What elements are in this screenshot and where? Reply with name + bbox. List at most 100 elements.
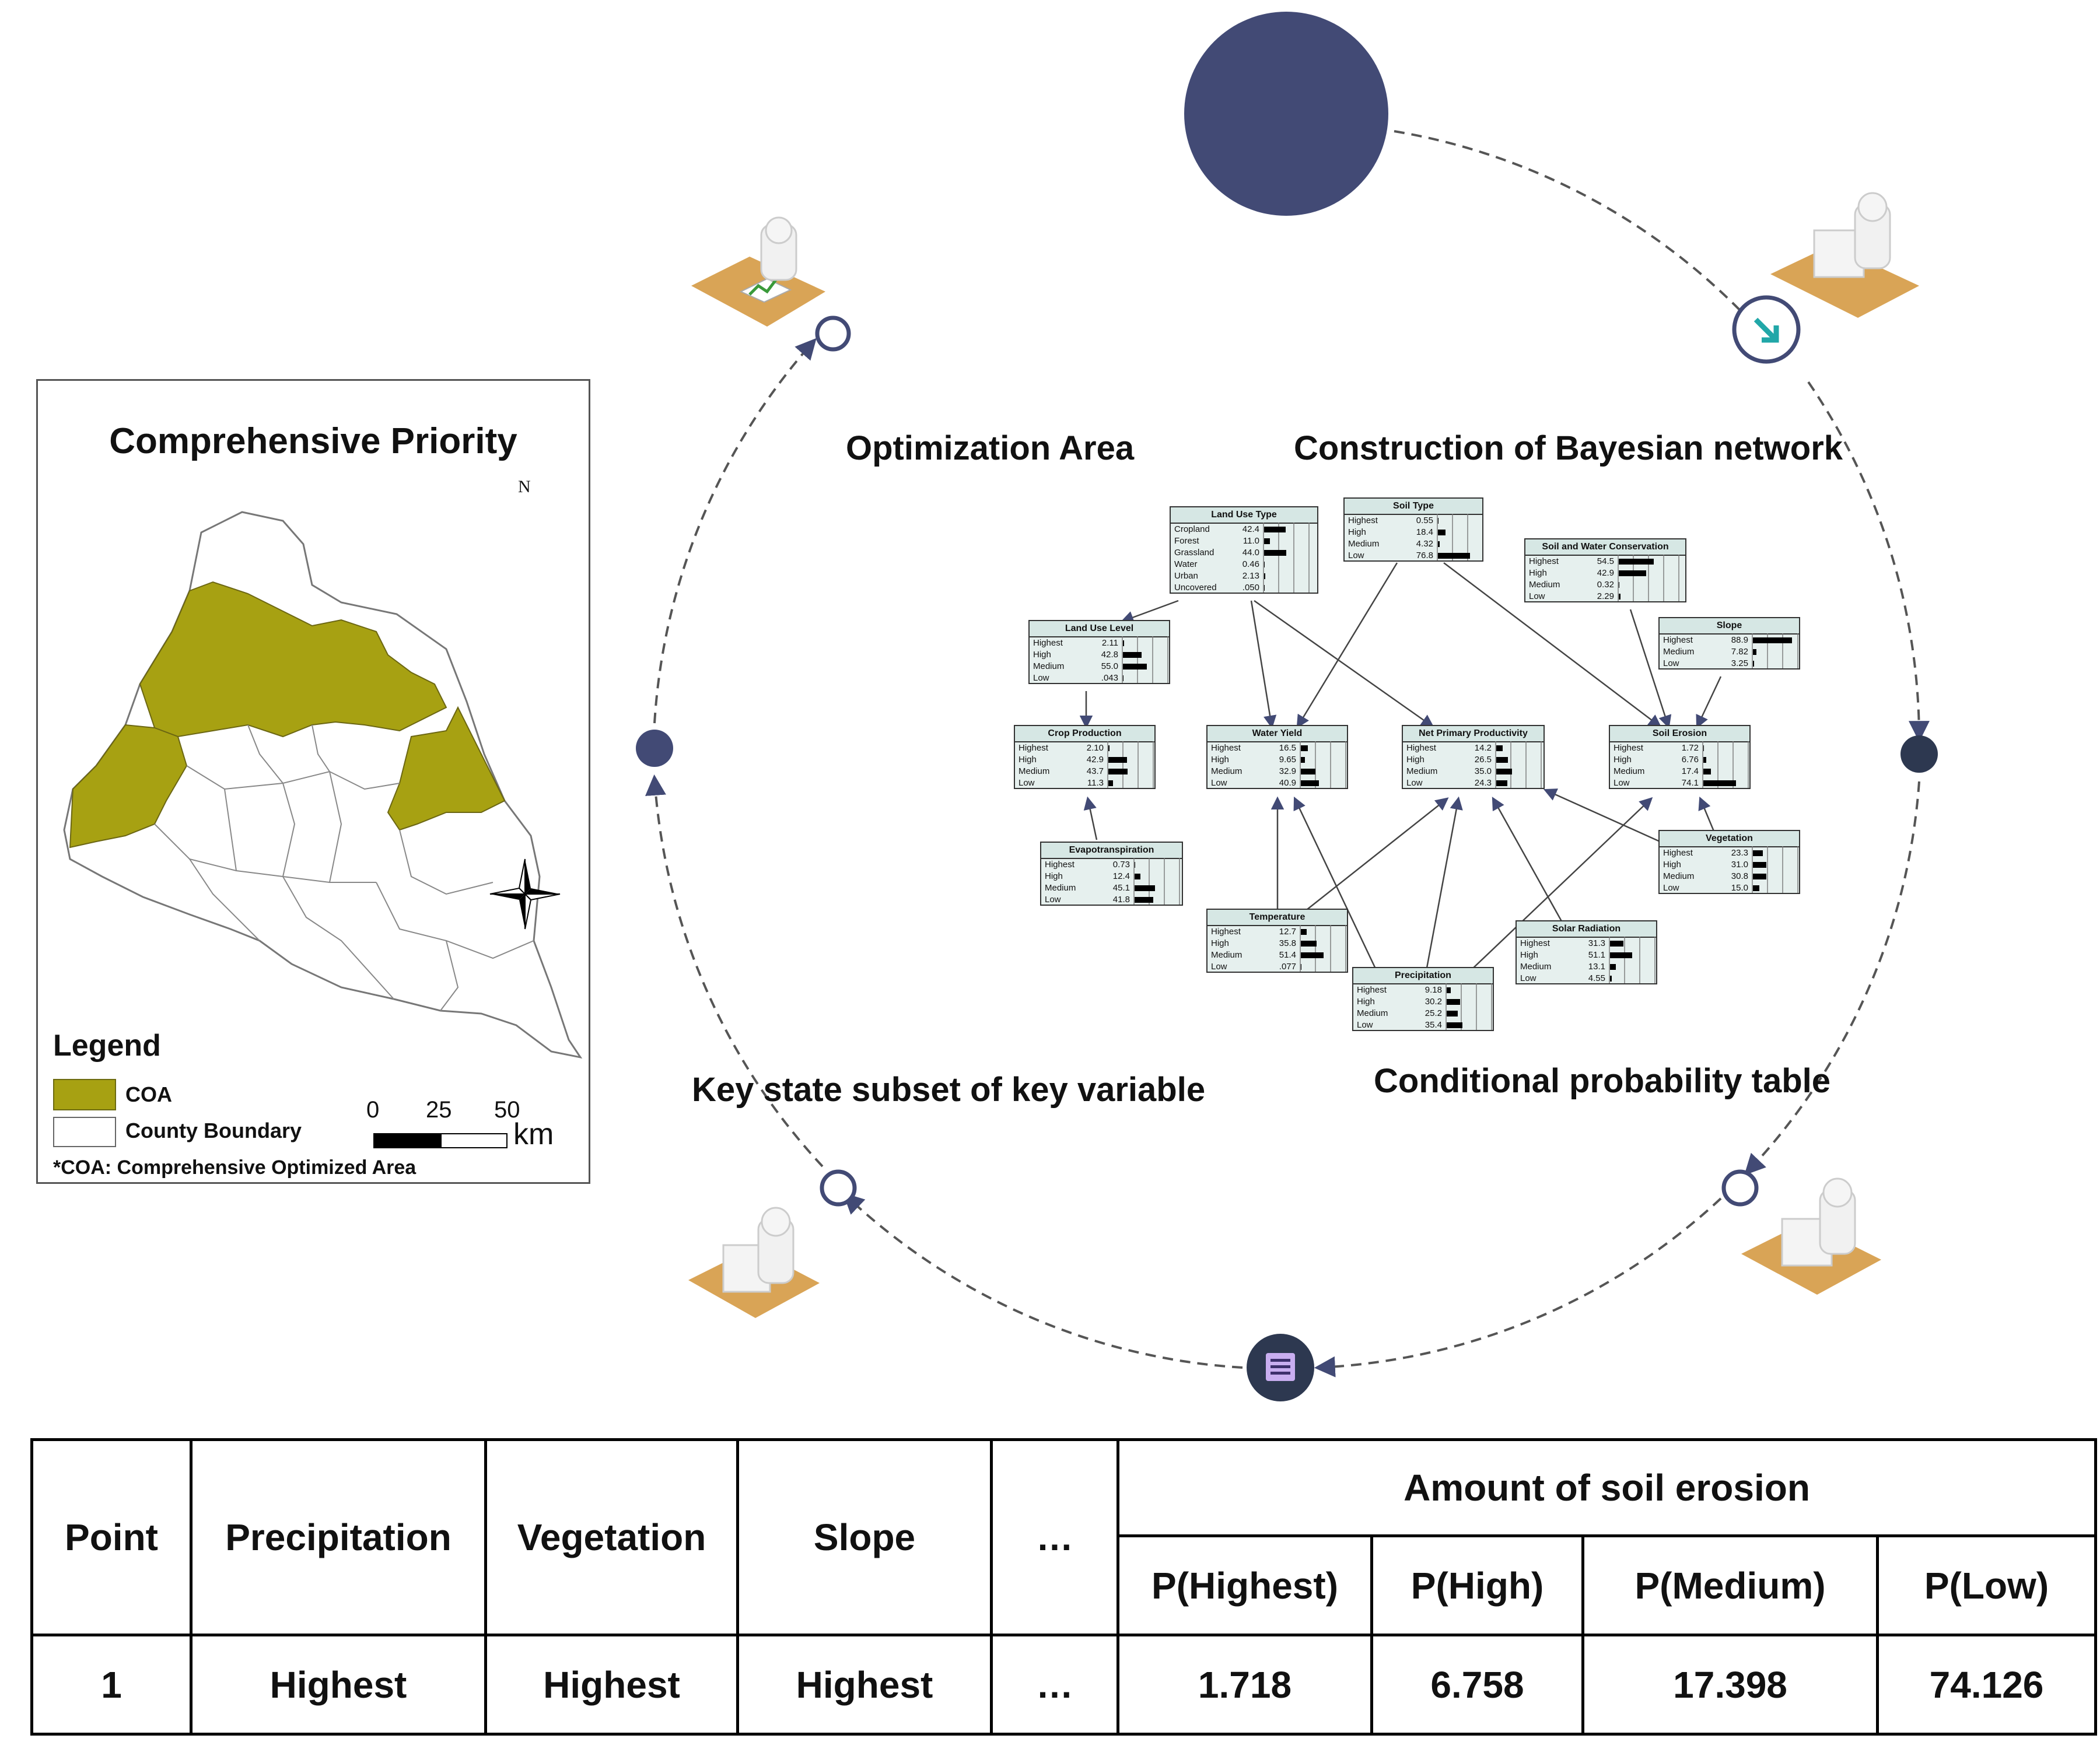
- cell-p-highest: 1.718: [1116, 1634, 1373, 1736]
- bn-state-value: 1.72: [1681, 743, 1699, 753]
- bn-state-name: Highest: [1520, 938, 1550, 948]
- bn-state-value: 76.8: [1416, 551, 1433, 560]
- bn-node-grid: [1107, 741, 1154, 788]
- bn-state-value: 6.76: [1681, 755, 1699, 765]
- bn-node-title: Solar Radiation: [1517, 921, 1656, 938]
- arc-right-upper: [1807, 381, 1930, 742]
- bn-probability-bar: [1496, 769, 1512, 774]
- bn-bar-track: [1135, 872, 1180, 881]
- bn-state-row: Medium 30.8: [1660, 871, 1799, 882]
- cell-p-low: 74.126: [1876, 1634, 2097, 1736]
- legend-label-coa: COA: [125, 1082, 172, 1106]
- bn-probability-bar: [1123, 675, 1124, 681]
- bn-probability-bar: [1496, 745, 1503, 751]
- bn-node-title: Water Yield: [1208, 726, 1347, 742]
- bn-bar-track: [1301, 779, 1345, 788]
- cell-ellipsis: …: [990, 1634, 1119, 1736]
- bn-probability-bar: [1135, 874, 1140, 879]
- bn-probability-bar: [1301, 780, 1319, 786]
- bn-state-value: 25.2: [1424, 1008, 1442, 1018]
- arc-top-right: [1394, 130, 1756, 327]
- bn-state-name: Low: [1357, 1020, 1373, 1030]
- bn-state-name: Medium: [1406, 766, 1438, 776]
- bn-state-name: Highest: [1663, 848, 1693, 858]
- bn-state-value: 0.73: [1112, 860, 1130, 870]
- bn-state-name: Medium: [1663, 871, 1695, 881]
- bn-bar-track: [1108, 744, 1152, 753]
- bn-node-title: Temperature: [1208, 910, 1347, 926]
- bn-probability-bar: [1438, 541, 1440, 547]
- map-title: Comprehensive Priority: [109, 421, 517, 461]
- scale-tick-0: 0: [366, 1097, 380, 1123]
- bn-bar-track: [1123, 650, 1167, 660]
- bn-bar-track: [1264, 525, 1315, 534]
- bn-state-name: Highest: [1019, 743, 1048, 753]
- bn-bar-track: [1703, 744, 1747, 753]
- cell-slope: Highest: [736, 1634, 993, 1736]
- bn-probability-bar: [1753, 885, 1760, 891]
- header-point: Point: [30, 1438, 192, 1636]
- bn-probability-bar: [1610, 941, 1624, 947]
- bn-bar-track: [1108, 767, 1152, 776]
- bn-state-name: High: [1357, 997, 1375, 1007]
- bn-probability-bar: [1447, 987, 1451, 993]
- bn-state-value: 51.1: [1588, 950, 1605, 960]
- bn-bar-track: [1619, 592, 1683, 601]
- label-bayesian-network: Construction of Bayesian network: [1294, 429, 1843, 467]
- bn-state-row: Low.043: [1030, 672, 1169, 684]
- bn-probability-bar: [1301, 745, 1308, 751]
- bn-state-name: High: [1348, 527, 1366, 537]
- bn-bar-track: [1264, 583, 1315, 593]
- bn-state-name: High: [1033, 650, 1051, 660]
- bn-node-grid: [1122, 636, 1169, 683]
- bn-probability-bar: [1301, 769, 1315, 774]
- bn-bar-track: [1447, 1021, 1490, 1030]
- cell-point: 1: [30, 1634, 192, 1736]
- bn-bar-track: [1619, 557, 1683, 566]
- bn-state-name: High: [1614, 755, 1632, 765]
- bn-probability-bar: [1496, 780, 1507, 786]
- bn-state-name: Highest: [1045, 860, 1074, 870]
- bn-probability-bar: [1703, 769, 1712, 774]
- bn-bar-track: [1123, 674, 1167, 683]
- bn-state-name: Medium: [1033, 661, 1065, 671]
- bn-state-value: 42.4: [1242, 524, 1259, 534]
- bn-state-value: .043: [1101, 673, 1118, 683]
- bn-state-value: .050: [1242, 583, 1259, 593]
- desk-person-icon-bottom-left: [688, 1207, 820, 1318]
- bn-node-title: Evapotranspiration: [1041, 843, 1182, 859]
- bn-probability-bar: [1108, 745, 1110, 751]
- cycle-arcs: [645, 130, 1930, 1378]
- bn-state-name: Highest: [1033, 638, 1063, 648]
- bn-bar-track: [1438, 528, 1480, 537]
- bn-bar-track: [1301, 744, 1345, 753]
- bn-state-name: Uncovered: [1174, 583, 1217, 593]
- arc-right-lower: [1744, 781, 1920, 1176]
- bn-state-value: 30.8: [1731, 871, 1748, 881]
- bn-state-value: 9.65: [1279, 755, 1296, 765]
- bn-state-value: 88.9: [1731, 635, 1748, 645]
- bn-bar-track: [1108, 779, 1152, 788]
- cycle-diagram: [636, 12, 1938, 1401]
- bn-state-name: Low: [1406, 778, 1423, 788]
- bn-bar-track: [1753, 647, 1797, 657]
- bn-bar-track: [1619, 569, 1683, 578]
- header-p-highest: P(Highest): [1116, 1534, 1373, 1636]
- bn-state-name: Forest: [1174, 536, 1199, 546]
